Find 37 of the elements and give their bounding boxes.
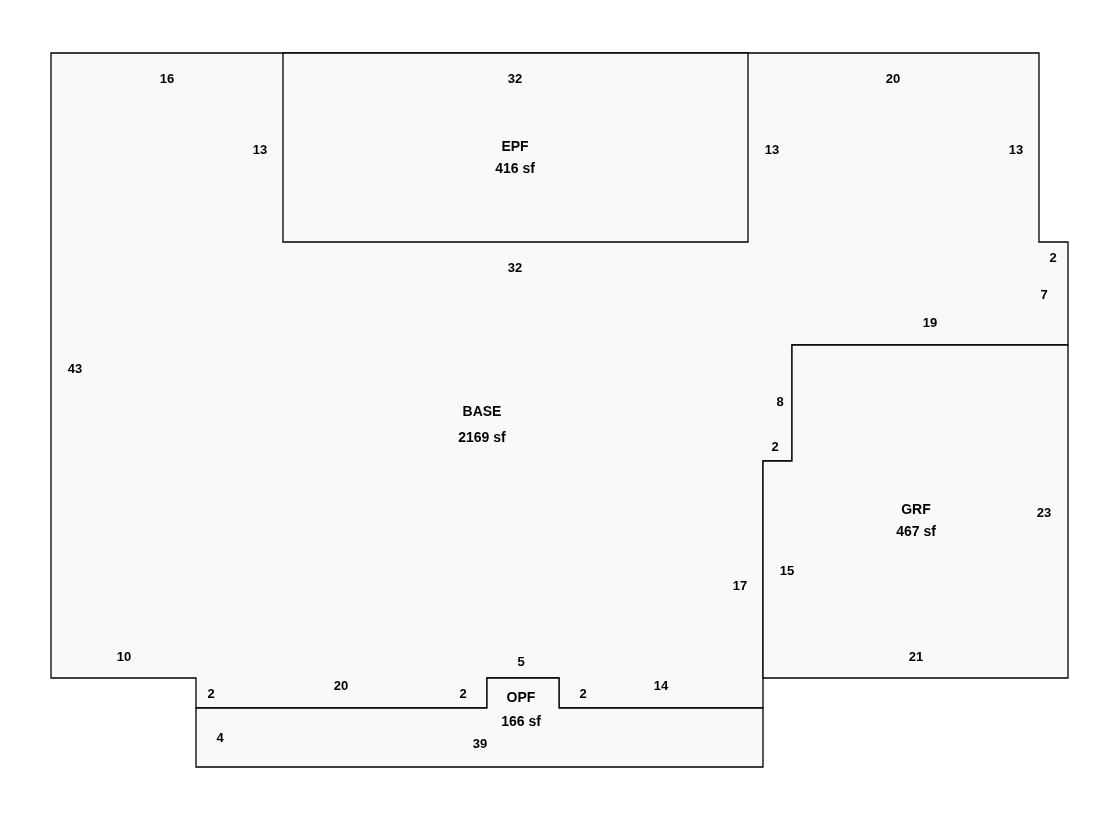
dimension-label: 20 [885,71,901,85]
area-size: 166 sf [501,714,541,728]
dimension-label: 7 [1040,287,1048,301]
dimension-label: 13 [252,142,268,156]
floor-area-shape [196,678,763,767]
dimension-label: 5 [517,654,525,668]
dimension-label: 39 [472,736,488,750]
dimension-label: 10 [116,649,132,663]
floor-area-shape [763,345,1068,678]
area-size: 416 sf [495,161,535,175]
area-size: 2169 sf [458,430,506,444]
area-name: EPF [501,139,529,153]
dimension-label: 13 [764,142,780,156]
dimension-label: 2 [771,439,779,453]
dimension-label: 2 [1049,250,1057,264]
area-name: OPF [506,690,536,704]
dimension-label: 23 [1036,505,1052,519]
area-name: GRF [901,502,931,516]
dimension-label: 20 [333,678,349,692]
floor-area-shape [283,53,748,242]
dimension-label: 15 [779,563,795,577]
dimension-label: 4 [216,730,224,744]
dimension-label: 2 [459,686,467,700]
dimension-label: 32 [507,71,523,85]
dimension-label: 13 [1008,142,1024,156]
dimension-label: 21 [908,649,924,663]
dimension-label: 2 [579,686,587,700]
dimension-label: 14 [653,678,669,692]
dimension-label: 16 [159,71,175,85]
dimension-label: 8 [776,394,784,408]
area-name: BASE [462,404,502,418]
dimension-label: 19 [922,315,938,329]
area-size: 467 sf [896,524,936,538]
dimension-label: 43 [67,361,83,375]
dimension-label: 2 [207,686,215,700]
dimension-label: 32 [507,260,523,274]
dimension-label: 17 [732,578,748,592]
